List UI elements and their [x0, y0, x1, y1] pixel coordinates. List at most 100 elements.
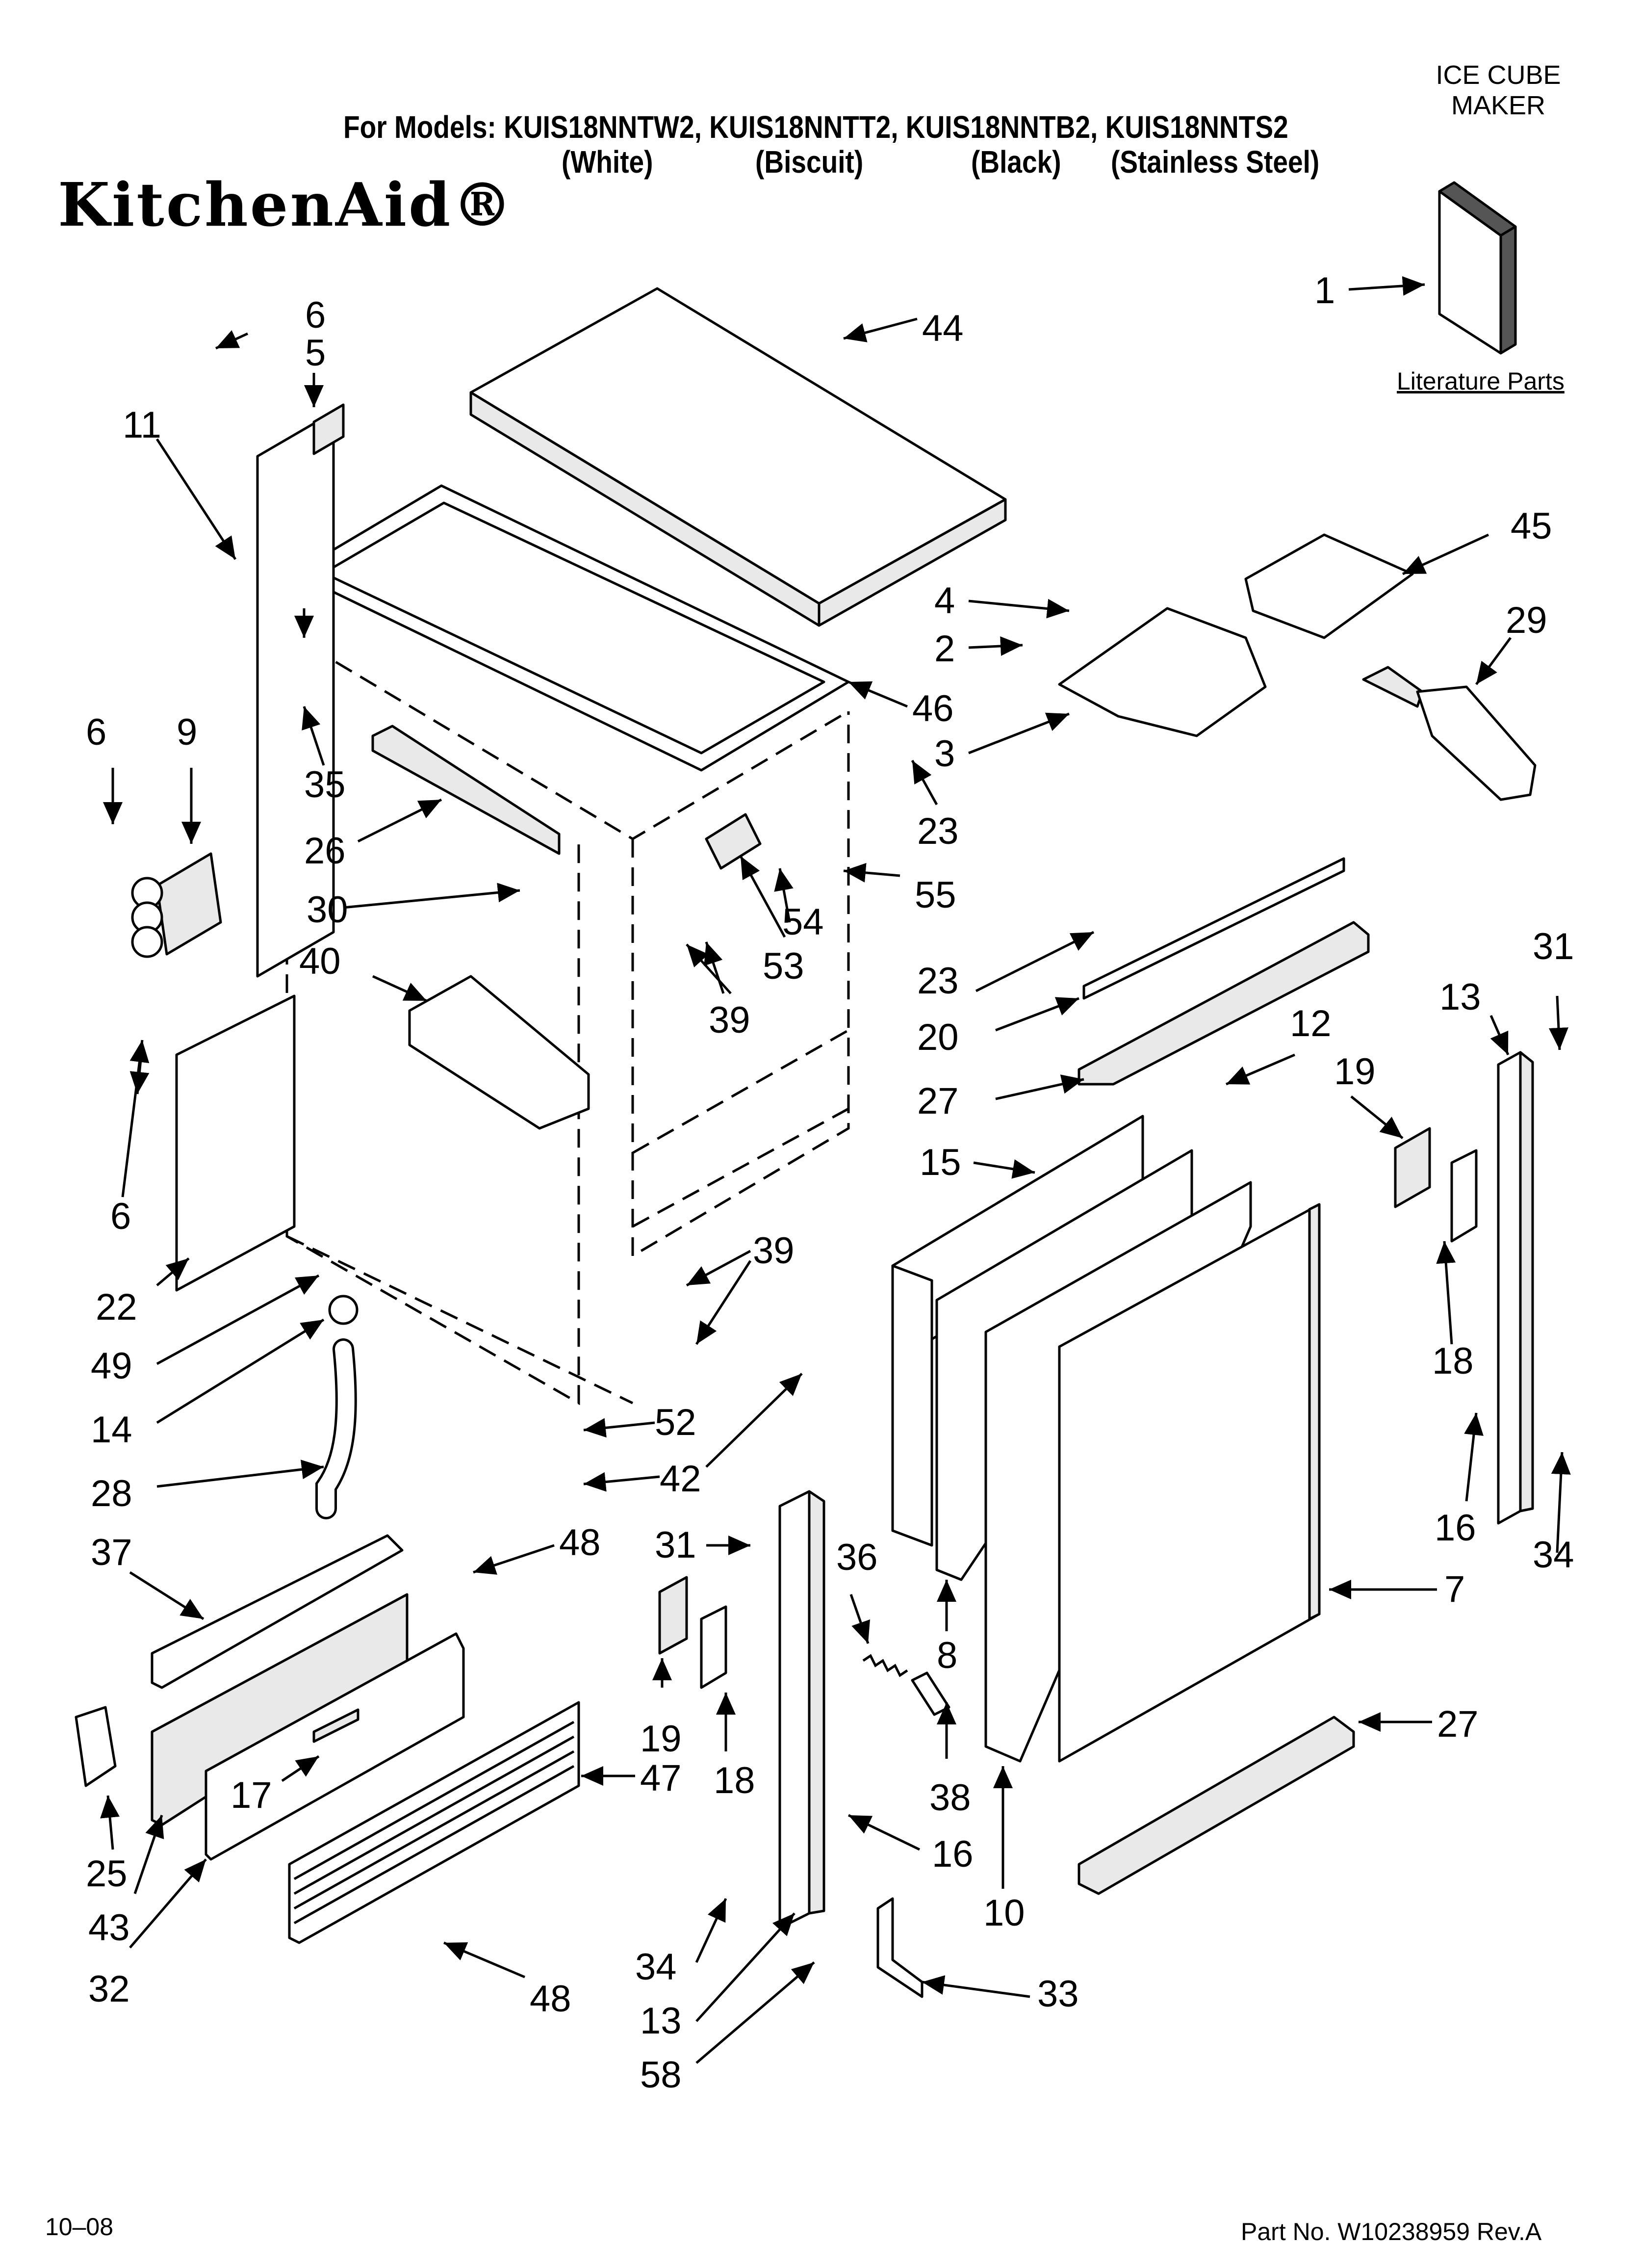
callout-numbers: 1 2 3 4 5 6 6 6 6 7 8 9 10 11 12 13 13 1…	[86, 270, 1574, 2096]
callout-29: 29	[1506, 600, 1547, 641]
variant-stainless: (Stainless Steel)	[1111, 144, 1320, 180]
callout-39a: 39	[709, 999, 750, 1041]
grille-clip	[75, 1706, 117, 1787]
callout-19a: 19	[1334, 1051, 1376, 1093]
callout-20: 20	[917, 1017, 959, 1058]
bracket-angle-left	[700, 1605, 727, 1689]
callout-1: 1	[1314, 270, 1335, 312]
callout-3: 3	[934, 733, 955, 775]
callout-39b: 39	[753, 1230, 795, 1272]
callout-14: 14	[91, 1409, 132, 1451]
hinge-post-right	[1497, 1051, 1534, 1525]
top-panel	[469, 287, 1007, 627]
callout-38: 38	[929, 1777, 971, 1819]
callout-53: 53	[763, 945, 804, 987]
footer-part-number: Part No. W10238959 Rev.A	[1241, 2218, 1542, 2245]
callout-54: 54	[782, 901, 824, 943]
callout-17: 17	[231, 1774, 272, 1816]
callout-6c: 6	[110, 1196, 131, 1237]
literature-parts-label: Literature Parts	[1397, 367, 1565, 395]
callout-9: 9	[177, 711, 197, 753]
callout-7: 7	[1444, 1568, 1465, 1610]
brand-logo: KitchenAid®	[58, 169, 514, 240]
callout-10: 10	[983, 1892, 1025, 1934]
callout-35: 35	[304, 764, 346, 806]
hinge-plate	[705, 813, 762, 870]
callout-18b: 18	[714, 1760, 755, 1801]
callout-34b: 34	[635, 1946, 677, 1988]
top-gasket	[293, 484, 850, 772]
callout-45: 45	[1511, 505, 1552, 547]
hinge-post-left	[778, 1490, 825, 1929]
callout-48b: 48	[530, 1978, 571, 2020]
variant-white: (White)	[562, 144, 653, 180]
kickplate-panel	[205, 1632, 465, 1861]
callout-42: 42	[660, 1458, 701, 1500]
literature-booklet	[1438, 181, 1517, 355]
corner-title-line-2: MAKER	[1451, 91, 1546, 120]
callout-15: 15	[920, 1142, 961, 1183]
callout-6b: 6	[86, 711, 106, 753]
callout-16a: 16	[1435, 1507, 1476, 1549]
callout-4: 4	[934, 580, 955, 622]
callout-27b: 27	[1437, 1703, 1479, 1745]
callout-46: 46	[912, 688, 954, 730]
bracket-plate-left	[658, 1576, 688, 1655]
callout-49: 49	[91, 1345, 132, 1387]
callout-58: 58	[640, 2054, 682, 2096]
callout-arrows	[100, 276, 1571, 2064]
callout-31a: 31	[1533, 926, 1574, 967]
callout-31b: 31	[655, 1524, 696, 1566]
callout-44: 44	[922, 308, 964, 349]
callout-2: 2	[934, 628, 955, 670]
hinge-pin	[911, 1671, 950, 1716]
callout-19b: 19	[640, 1718, 682, 1760]
torsion-spring	[862, 1654, 908, 1677]
callout-23b: 23	[917, 960, 959, 1002]
callout-13b: 13	[640, 2000, 682, 2042]
models-line: For Models: KUIS18NNTW2, KUIS18NNTT2, KU…	[343, 109, 1288, 145]
callout-55: 55	[915, 874, 956, 916]
callout-25: 25	[86, 1853, 128, 1895]
bracket-angle-right	[1450, 1149, 1478, 1243]
cabinet-outline	[285, 631, 850, 1406]
callout-6a: 6	[305, 294, 326, 336]
bottom-hinge	[876, 1897, 924, 1998]
door-outer-panel	[1058, 1203, 1321, 1763]
callout-18a: 18	[1432, 1340, 1474, 1382]
thermostat-plate	[1244, 533, 1414, 639]
callout-36: 36	[836, 1537, 878, 1578]
callout-43: 43	[88, 1907, 130, 1949]
front-grille	[288, 1701, 580, 1944]
corner-title-line-1: ICE CUBE	[1436, 60, 1561, 90]
rail	[371, 725, 561, 855]
callout-22: 22	[96, 1286, 137, 1328]
callout-37: 37	[91, 1532, 132, 1573]
hose-clamp	[328, 1295, 359, 1325]
callout-5: 5	[305, 332, 326, 374]
side-panel	[256, 403, 345, 978]
callout-11: 11	[123, 404, 161, 446]
back-plate	[175, 994, 296, 1292]
callout-12: 12	[1290, 1003, 1332, 1044]
ice-scoop	[1362, 666, 1537, 801]
callout-13a: 13	[1439, 976, 1481, 1018]
variant-biscuit: (Biscuit)	[755, 144, 864, 180]
hinge-bracket	[131, 852, 222, 958]
callout-47: 47	[640, 1757, 682, 1799]
door-top-bracket	[1078, 857, 1370, 1086]
callout-52: 52	[655, 1402, 696, 1443]
callout-30: 30	[307, 889, 348, 931]
callout-26: 26	[304, 830, 346, 872]
ice-chute	[1058, 607, 1267, 737]
callout-33: 33	[1037, 1973, 1079, 2015]
callout-32: 32	[88, 1968, 130, 2010]
callout-23a: 23	[917, 810, 959, 852]
bracket-plate-right	[1394, 1127, 1431, 1208]
footer-date: 10–08	[45, 2213, 114, 2241]
corner-title: ICE CUBE MAKER	[1425, 60, 1572, 121]
callout-8: 8	[937, 1635, 957, 1676]
callout-28: 28	[91, 1473, 132, 1514]
variant-black: (Black)	[971, 144, 1061, 180]
